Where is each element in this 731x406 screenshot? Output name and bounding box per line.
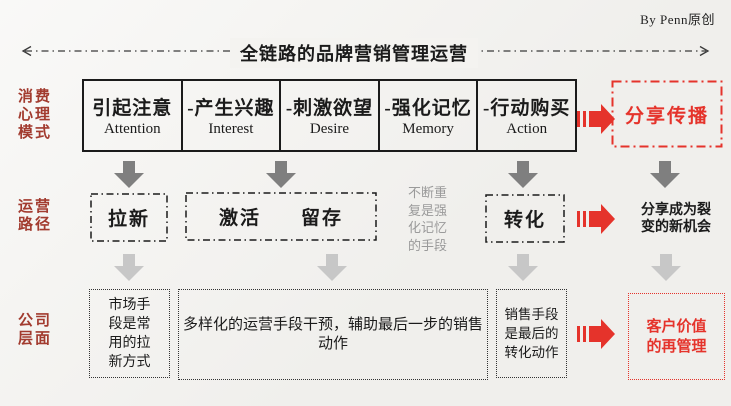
down-arrow-icon	[114, 161, 144, 188]
activate-label: 激活	[218, 208, 261, 229]
aidma-en-label: Memory	[402, 121, 454, 137]
market-means-box: 市场手 段是常 用的拉 新方式	[89, 289, 170, 378]
down-arrow-icon	[114, 254, 144, 281]
side-label-operation-path: 运营 路径	[18, 199, 53, 233]
down-arrow-icon	[317, 254, 347, 281]
down-arrow-icon	[266, 161, 296, 188]
aidma-cell-interest: -产生兴趣 Interest	[180, 81, 280, 150]
aidma-en-label: Desire	[309, 121, 350, 137]
down-arrow-icon	[508, 254, 538, 281]
retain-label: 留存	[300, 208, 343, 229]
convert-label: 转化	[503, 210, 546, 231]
aidma-cell-memory: -强化记忆 Memory	[377, 81, 477, 150]
aidma-zh-label: -刺激欲望	[285, 98, 374, 119]
striped-right-arrow-icon	[577, 104, 615, 134]
side-label-company-level: 公司 层面	[18, 313, 53, 347]
aidma-en-label: Attention	[103, 121, 161, 137]
down-arrow-icon	[650, 161, 680, 188]
byline: By Penn原创	[640, 12, 715, 27]
share-spread-box: 分享传播	[611, 80, 723, 148]
repeat-memory-note: 不断重 复是强 化记忆 的手段	[408, 185, 448, 253]
aidma-zh-label: 引起注意	[92, 98, 173, 119]
customer-value-box: 客户价值 的再管理	[628, 293, 725, 380]
fission-opportunity-note: 分享成为裂 变的新机会	[641, 203, 711, 235]
striped-right-arrow-icon	[577, 319, 615, 349]
page-title: 全链路的品牌营销管理运营	[230, 38, 478, 68]
left-arrowhead-icon	[21, 45, 32, 57]
pull-new-label: 拉新	[107, 209, 150, 230]
right-arrowhead-icon	[699, 45, 710, 57]
down-arrow-icon	[651, 254, 681, 281]
aidma-model-box: 引起注意 Attention -产生兴趣 Interest -刺激欲望 Desi…	[82, 79, 577, 152]
aidma-cell-desire: -刺激欲望 Desire	[279, 81, 378, 150]
pull-new-box: 拉新	[90, 193, 168, 242]
down-arrow-icon	[508, 161, 538, 188]
aidma-cell-action: -行动购买 Action	[476, 81, 575, 150]
activate-retain-box: 激活 留存	[185, 192, 377, 241]
aidma-zh-label: -行动购买	[483, 98, 571, 119]
aidma-en-label: Interest	[208, 121, 254, 137]
side-label-consumer-psychology: 消费 心理 模式	[18, 89, 53, 141]
operation-means-box: 多样化的运营手段干预，辅助最后一步的销售动作	[178, 289, 488, 380]
share-spread-label: 分享传播	[624, 105, 709, 127]
aidma-zh-label: -产生兴趣	[187, 98, 275, 119]
double-headed-arrow-line	[21, 45, 710, 57]
striped-right-arrow-icon	[577, 204, 615, 234]
convert-box: 转化	[485, 194, 565, 243]
aidma-zh-label: -强化记忆	[384, 98, 472, 119]
sales-means-box: 销售手段 是最后的 转化动作	[496, 289, 567, 378]
aidma-cell-attention: 引起注意 Attention	[84, 81, 181, 150]
aidma-en-label: Action	[506, 121, 548, 137]
